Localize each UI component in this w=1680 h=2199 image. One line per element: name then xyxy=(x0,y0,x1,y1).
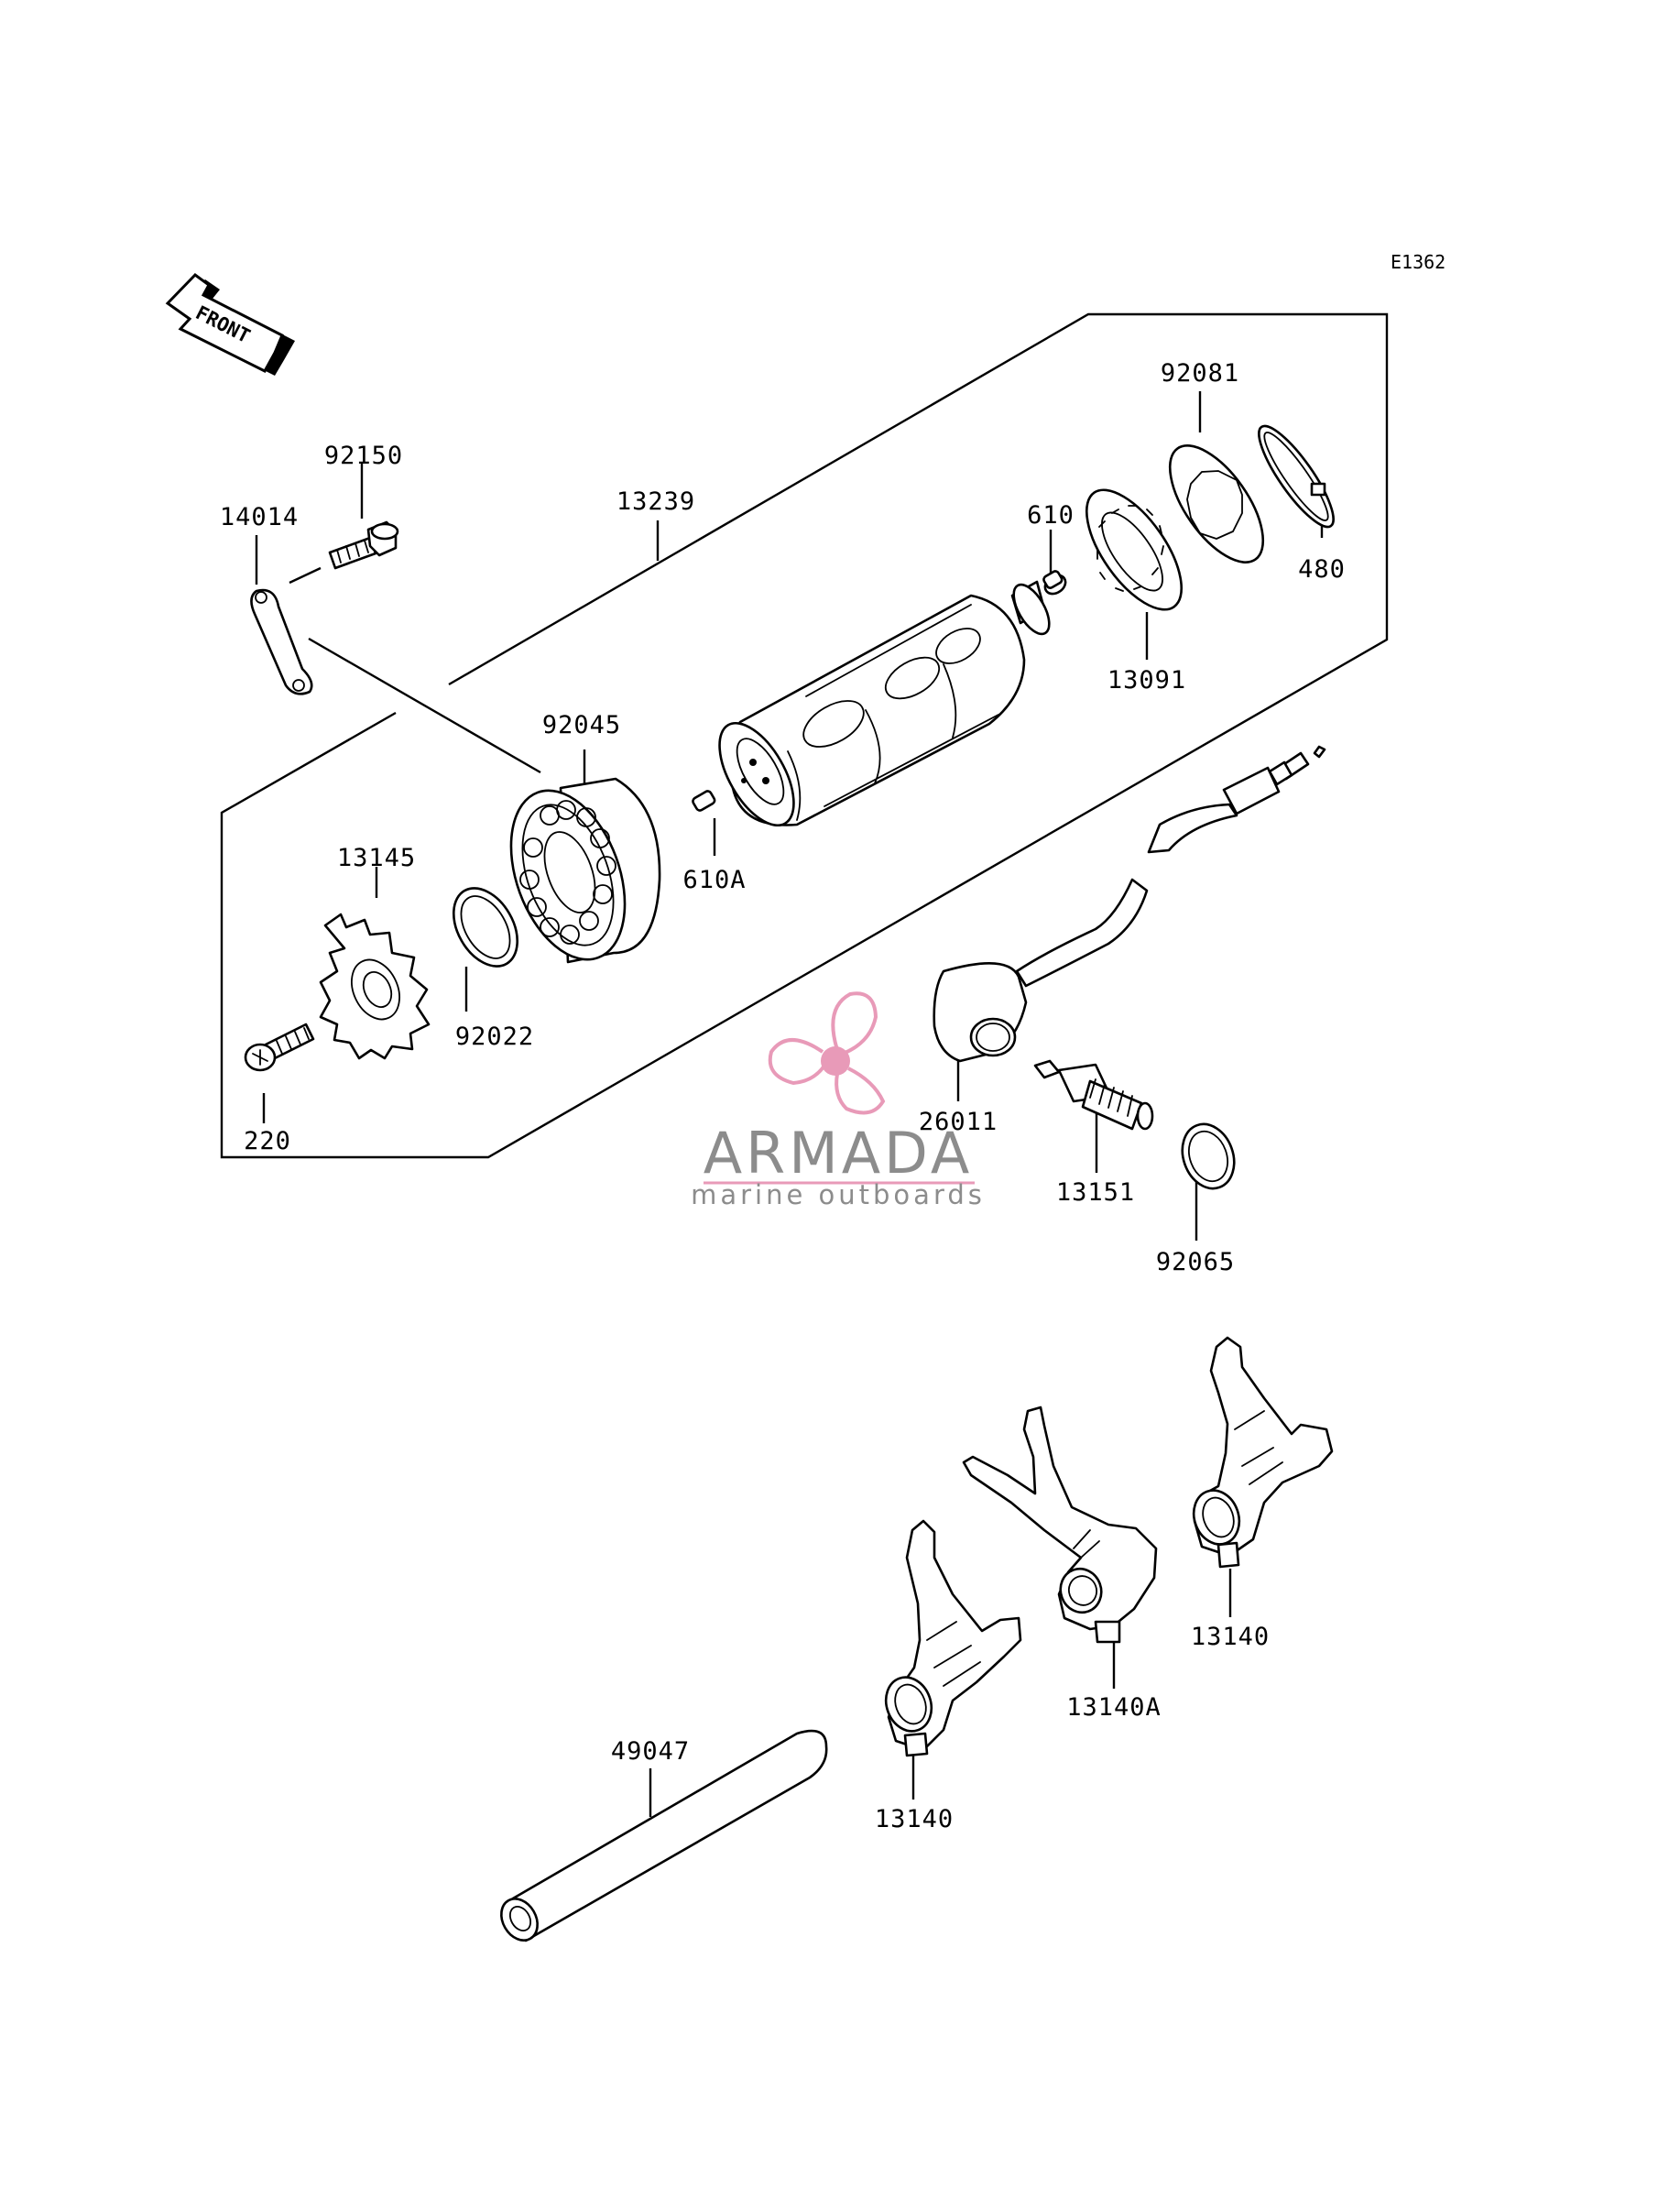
label-92045: 92045 xyxy=(542,711,621,739)
shift-drum-13239 xyxy=(718,580,1051,827)
label-26011: 26011 xyxy=(919,1108,998,1136)
label-13140A: 13140A xyxy=(1066,1693,1162,1722)
pin-610 xyxy=(1042,570,1067,596)
shaft-49047 xyxy=(500,1729,828,1942)
circlip-480 xyxy=(1258,424,1335,529)
bolt-92150 xyxy=(289,520,399,585)
washer-92065 xyxy=(1181,1122,1236,1190)
shift-fork-13140A xyxy=(962,1406,1158,1644)
shift-fork-13140-right xyxy=(1192,1336,1334,1569)
bearing-92045 xyxy=(509,777,661,964)
front-arrow-icon: FRONT xyxy=(165,273,295,376)
propeller-logo-icon xyxy=(768,991,886,1115)
label-610A: 610A xyxy=(682,866,746,894)
diagram-code: E1362 xyxy=(1391,251,1445,273)
label-610: 610 xyxy=(1027,501,1075,530)
label-49047: 49047 xyxy=(611,1737,690,1766)
part-labels: 92081 92150 14014 13239 610 480 13091 92… xyxy=(220,359,1346,1833)
watermark: ARMADA marine outboards xyxy=(691,991,986,1210)
switch-13151 xyxy=(1033,1059,1154,1131)
screw-220 xyxy=(244,1023,315,1072)
watermark-title: ARMADA xyxy=(704,1120,973,1187)
label-13140-left: 13140 xyxy=(875,1805,954,1833)
label-13091: 13091 xyxy=(1107,666,1186,695)
label-92081: 92081 xyxy=(1161,359,1239,388)
label-92065: 92065 xyxy=(1156,1248,1235,1276)
label-13145: 13145 xyxy=(337,844,416,872)
shift-fork-13140-left xyxy=(884,1519,1022,1757)
label-92022: 92022 xyxy=(455,1023,534,1051)
watermark-subtitle: marine outboards xyxy=(691,1179,986,1210)
label-480: 480 xyxy=(1298,555,1346,584)
label-220: 220 xyxy=(244,1127,291,1155)
assembly-outline xyxy=(220,312,1389,1159)
lever-14014 xyxy=(250,588,313,695)
label-13239: 13239 xyxy=(616,487,695,516)
washer-92022 xyxy=(453,887,518,968)
label-13140-right: 13140 xyxy=(1191,1623,1270,1651)
star-cam-13145 xyxy=(319,913,431,1060)
plate-92081 xyxy=(1168,444,1265,563)
label-13151: 13151 xyxy=(1056,1178,1135,1207)
label-92150: 92150 xyxy=(324,442,403,470)
gear-plate-13091 xyxy=(1085,488,1184,611)
label-14014: 14014 xyxy=(220,503,299,531)
outline-connector xyxy=(308,637,541,774)
sensor-26011 xyxy=(933,745,1326,1063)
pin-610A xyxy=(692,790,716,812)
